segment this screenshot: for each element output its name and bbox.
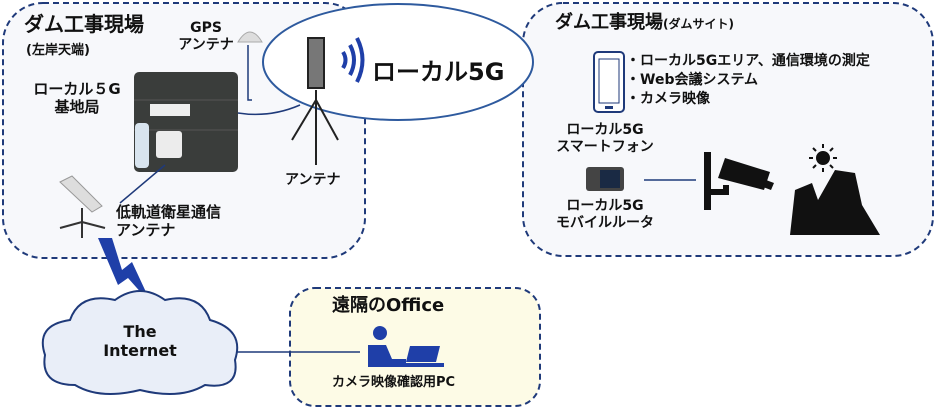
- feature-item: ・カメラ映像: [626, 91, 710, 107]
- office-title: 遠隔のOffice: [332, 295, 445, 316]
- pc-label: カメラ映像確認用PC: [332, 375, 456, 390]
- local5g-label: ローカル5G: [372, 58, 505, 86]
- satellite-antenna-image: [59, 175, 106, 238]
- gps-antenna-image: [237, 31, 263, 43]
- feature-list: ・ローカル5Gエリア、通信環境の測定 ・Web会議システム ・カメラ映像: [626, 52, 870, 109]
- sun-icon: [809, 144, 837, 172]
- radio-waves-icon: [341, 37, 365, 83]
- right-site-title: ダム工事現場(ダムサイト): [555, 12, 734, 33]
- left-site-subtitle: (左岸天端): [26, 43, 90, 58]
- satellite-antenna-label: 低軌道衛星通信アンテナ: [116, 203, 222, 239]
- local5g-area: [262, 3, 534, 121]
- base-station-image: [134, 72, 238, 172]
- mobile-router-image: [586, 167, 624, 191]
- left-site-title: ダム工事現場: [24, 12, 144, 36]
- feature-item: ・Web会議システム: [626, 72, 759, 88]
- internet-cloud: [41, 290, 239, 395]
- camera-icon: [704, 152, 774, 210]
- person-at-pc-icon: [368, 326, 444, 367]
- antenna-label: アンテナ: [285, 172, 341, 188]
- smartphone-icon: [593, 51, 625, 113]
- dam-icon: [790, 170, 880, 235]
- tripod-antenna-image: [291, 37, 339, 165]
- lightning-icon: [98, 238, 152, 305]
- feature-item: ・ローカル5Gエリア、通信環境の測定: [626, 53, 870, 69]
